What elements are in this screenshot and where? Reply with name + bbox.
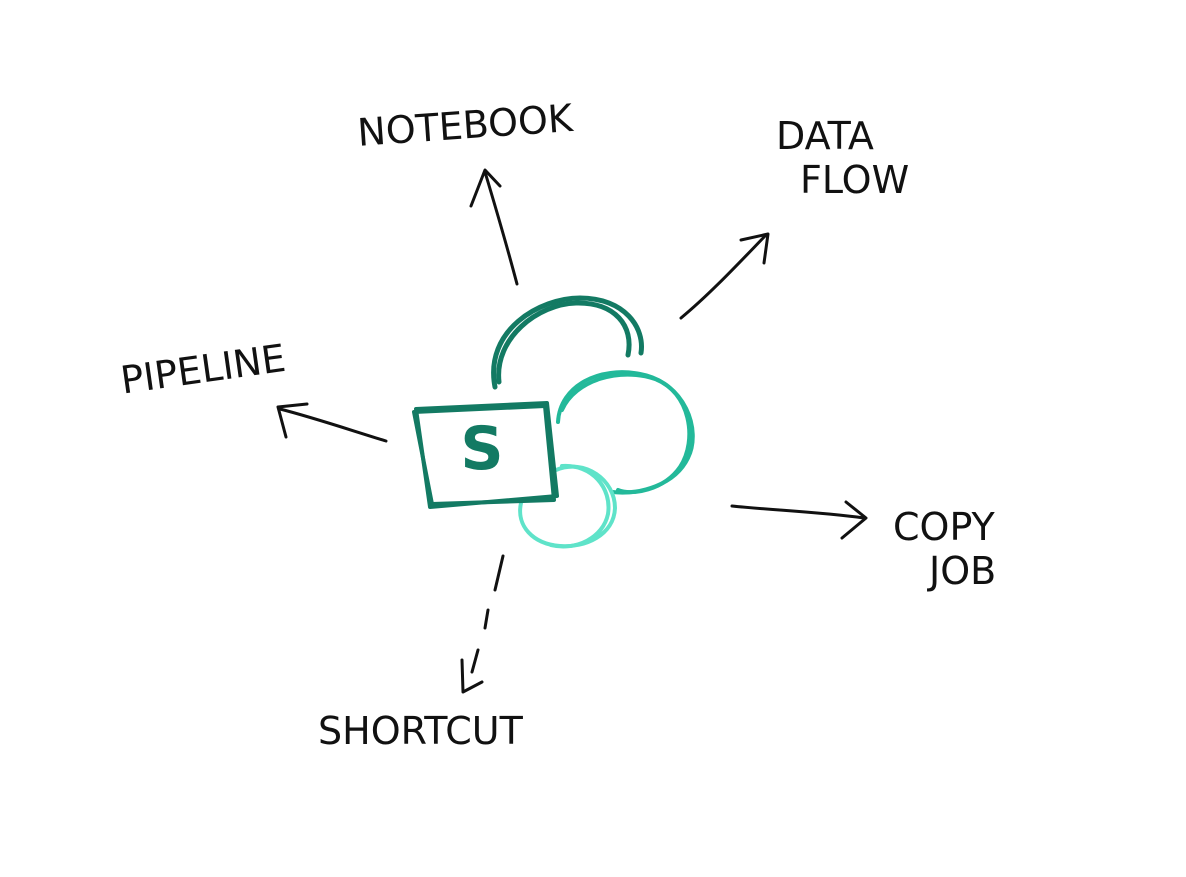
label-shortcut-line-1: SHORTCUT <box>318 709 523 753</box>
arrow-notebook <box>469 168 519 286</box>
label-copy-job-line-2: JOB <box>929 548 997 593</box>
arrow-copyjob <box>730 500 868 540</box>
logo-right-circle <box>556 370 695 495</box>
label-data-flow-line-1: DATA <box>776 114 874 158</box>
logo-top-arc <box>491 295 644 390</box>
label-shortcut: SHORTCUT <box>318 709 523 754</box>
arrow-pipeline <box>276 402 388 443</box>
label-data-flow: DATA FLOW <box>776 114 910 202</box>
arrow-shortcut <box>460 554 505 694</box>
label-copy-job: COPY JOB <box>893 505 997 593</box>
logo-bottom-circle <box>518 463 618 549</box>
logo-letter: S <box>460 414 504 484</box>
label-copy-job-line-1: COPY <box>893 505 995 549</box>
label-data-flow-line-2: FLOW <box>800 157 910 202</box>
logo-square <box>412 401 559 509</box>
arrow-dataflow <box>679 232 770 320</box>
